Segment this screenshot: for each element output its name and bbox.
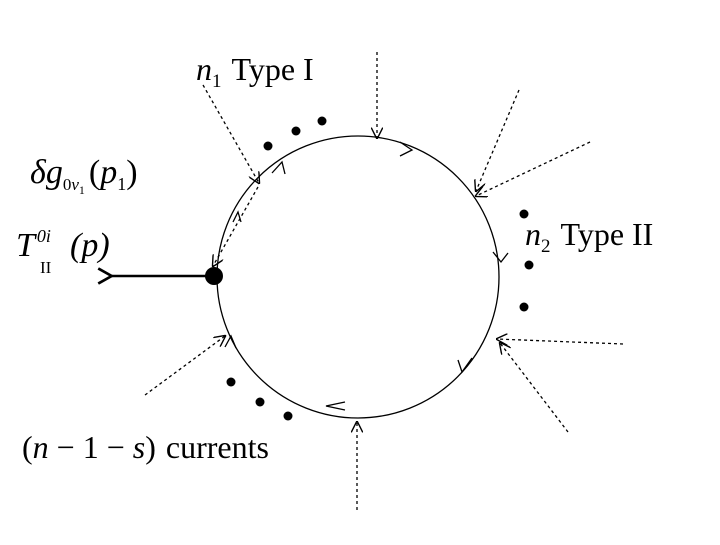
loop-arrow [457, 357, 473, 374]
ellipsis-dot [263, 141, 273, 151]
type2-ellipsis-dots [519, 209, 534, 312]
loop-arrow [224, 334, 237, 349]
incoming-line-upper-right-long [476, 89, 520, 191]
ellipsis-dot [226, 377, 236, 387]
ellipsis-dot [519, 302, 529, 312]
currents-ellipsis-dots [226, 377, 293, 421]
loop-direction-arrows [224, 141, 509, 411]
vertex-dot [205, 267, 223, 285]
incoming-line-lower-left [144, 336, 225, 396]
loop-arrow [325, 401, 346, 411]
ellipsis-dot [524, 260, 534, 270]
t-label-sub: II [40, 258, 52, 277]
type1-ellipsis-dots [263, 116, 327, 151]
incoming-line-lower-right-long [500, 343, 569, 433]
ellipsis-dot [317, 116, 327, 126]
loop-arrow [232, 210, 242, 223]
incoming-line-lower-right [497, 339, 624, 344]
ellipsis-dot [519, 209, 529, 219]
currents-label: (n − 1 − s)currents [22, 429, 269, 465]
loop-arrow [271, 160, 286, 175]
incoming-line-upper-right [476, 141, 591, 196]
loop-circle [216, 135, 500, 419]
ellipsis-dot [291, 126, 301, 136]
t-label-arg: (p) [70, 227, 110, 264]
incoming-line-type1 [202, 84, 259, 183]
delta-g-label: δg0ν1(p1) [30, 154, 138, 197]
loop-arrow [399, 141, 414, 157]
ellipsis-dot [283, 411, 293, 421]
incoming-line-delta-g [213, 186, 259, 266]
loop-arrow [492, 251, 509, 264]
incoming-dashed-lines [144, 52, 624, 510]
ellipsis-dot [255, 397, 265, 407]
